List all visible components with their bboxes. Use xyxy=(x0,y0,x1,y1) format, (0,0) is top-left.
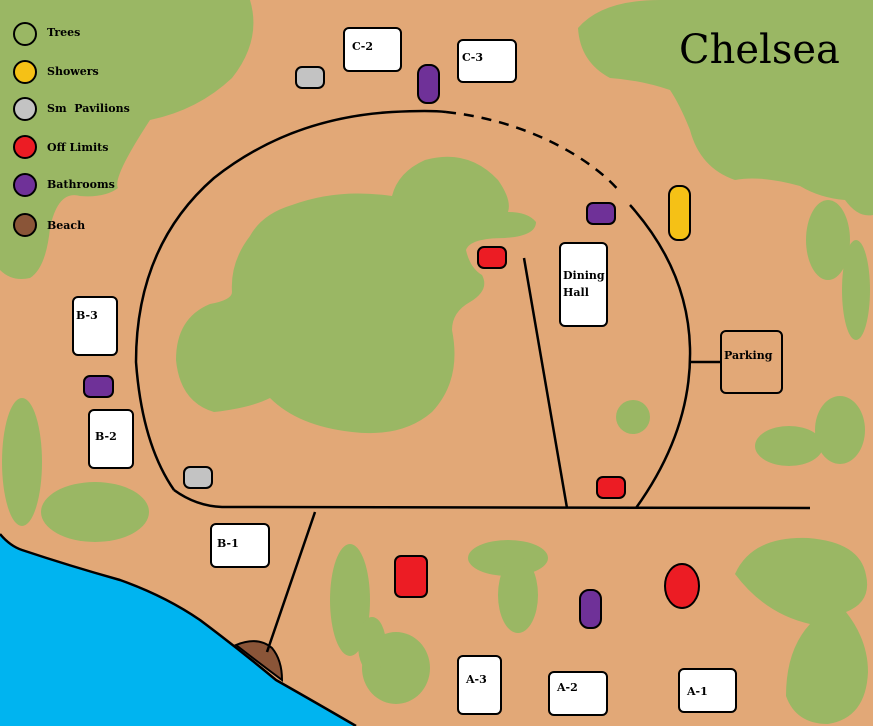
showers xyxy=(668,185,691,241)
loop-road xyxy=(134,109,447,491)
buildings xyxy=(72,27,783,716)
legend-swatch-trees xyxy=(13,22,37,46)
pavilions xyxy=(183,66,325,489)
label-a1: A-1 xyxy=(686,685,708,698)
bathroom-dining xyxy=(586,202,616,225)
legend-swatch-pavilions xyxy=(13,97,37,121)
tree-area-right-1 xyxy=(806,200,850,280)
bathroom-b xyxy=(83,375,114,398)
main-road xyxy=(173,488,811,510)
off-limits-center xyxy=(477,246,507,269)
off-limits-a-east xyxy=(664,563,700,609)
legend-swatch-bathrooms xyxy=(13,173,37,197)
road-beach xyxy=(265,511,317,653)
tree-area-lower-5 xyxy=(498,557,538,633)
building-labels: C-2 C-3 B-3 B-2 B-1 Dining Hall Parking … xyxy=(76,40,773,698)
bathroom-north xyxy=(417,64,440,104)
legend-label-bathrooms: Bathrooms xyxy=(47,178,115,191)
tree-area-left-1 xyxy=(2,398,42,526)
tree-area-lower-right xyxy=(735,537,868,724)
legend-label-showers: Showers xyxy=(47,65,99,78)
label-dining-line1: Dining xyxy=(563,269,605,282)
bathroom-a xyxy=(579,589,602,629)
building-b1 xyxy=(210,523,270,568)
building-b2 xyxy=(88,409,134,469)
road-diagonal xyxy=(522,257,569,509)
legend-label-beach: Beach xyxy=(47,219,85,232)
legend-label-trees: Trees xyxy=(47,26,80,39)
legend-swatch-showers xyxy=(13,60,37,84)
building-c2 xyxy=(343,27,402,72)
label-dining-line2: Hall xyxy=(563,286,589,299)
legend-swatch-off-limits xyxy=(13,135,37,159)
tree-area-lower-3 xyxy=(358,617,386,673)
building-a3 xyxy=(457,655,502,715)
label-parking: Parking xyxy=(724,349,773,362)
legend-label-pavilions: Sm Pavilions xyxy=(47,102,130,115)
lake-water xyxy=(0,534,356,726)
off-limits-east xyxy=(596,476,626,499)
tree-area-right-4 xyxy=(815,396,865,464)
shoreline xyxy=(0,533,357,726)
beach xyxy=(234,640,284,683)
label-b2: B-2 xyxy=(95,430,117,443)
tree-area-center xyxy=(176,156,536,434)
building-a2 xyxy=(548,671,608,716)
off-limits-areas xyxy=(394,246,700,609)
label-a2: A-2 xyxy=(556,681,578,694)
label-a3: A-3 xyxy=(465,673,487,686)
loop-road-dashed xyxy=(445,110,621,193)
off-limits-a-west xyxy=(394,555,428,598)
legend-swatch-beach xyxy=(13,213,37,237)
label-c3: C-3 xyxy=(462,51,483,64)
building-a1 xyxy=(678,668,737,713)
tree-area-top-right xyxy=(578,0,873,216)
legend-label-off-limits: Off Limits xyxy=(47,141,108,154)
building-parking xyxy=(720,330,783,394)
loop-road-east xyxy=(629,204,692,509)
tree-area-top-left xyxy=(0,0,254,279)
building-dining-hall xyxy=(559,242,608,327)
building-c3 xyxy=(457,39,517,83)
bathrooms xyxy=(83,64,616,629)
label-b1: B-1 xyxy=(217,537,239,550)
tree-area-right-3 xyxy=(755,426,823,466)
building-b3 xyxy=(72,296,118,356)
legend: Trees Showers Sm Pavilions Off Limits Ba… xyxy=(13,22,130,237)
label-c2: C-2 xyxy=(352,40,373,53)
pavilion-north xyxy=(295,66,325,89)
tree-area-left-2 xyxy=(41,482,149,542)
pavilion-west xyxy=(183,466,213,489)
label-b3: B-3 xyxy=(76,309,98,322)
map-title: Chelsea xyxy=(679,27,840,73)
tree-area-lower-1 xyxy=(330,544,370,656)
tree-area-center-small xyxy=(616,400,650,434)
roads xyxy=(134,109,811,653)
tree-area-right-2 xyxy=(842,240,870,340)
